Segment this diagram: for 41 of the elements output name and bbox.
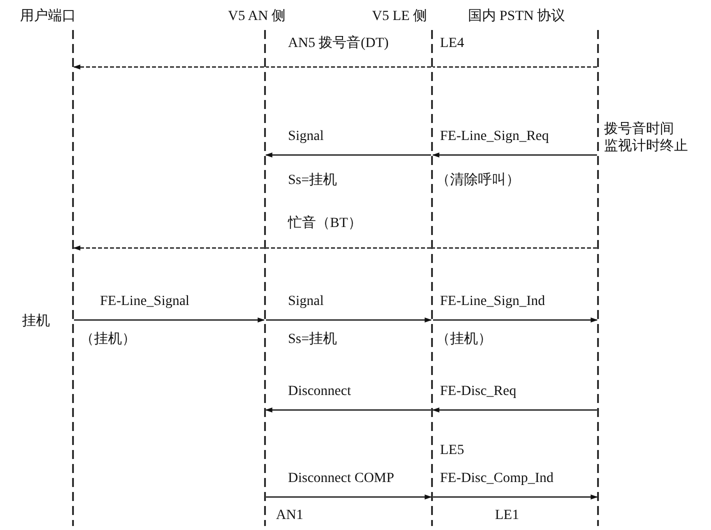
state-label: 挂机	[22, 313, 50, 330]
participant-label: 国内 PSTN 协议	[468, 8, 566, 25]
state-label: （清除呼叫）	[436, 172, 520, 189]
connector-line	[433, 66, 597, 68]
arrow	[432, 152, 597, 158]
state-label: AN5 拨号音(DT)	[288, 35, 389, 52]
state-label: 忙音（BT）	[288, 215, 362, 232]
arrow	[432, 408, 597, 412]
message-label: FE-Disc_Req	[440, 383, 516, 400]
participant-label: V5 LE 侧	[372, 8, 428, 25]
participant-label: V5 AN 侧	[228, 8, 286, 25]
connector-line	[266, 66, 431, 68]
state-label: LE5	[440, 442, 464, 459]
arrow	[433, 318, 598, 322]
state-label: AN1	[276, 507, 304, 524]
message-label: FE-Line_Signal	[100, 293, 190, 310]
participant-label: 用户端口	[20, 8, 76, 25]
message-label: Signal	[288, 128, 324, 145]
note: 拨号音时间监视计时终止	[604, 121, 688, 155]
arrow	[433, 494, 598, 500]
arrow	[266, 494, 432, 500]
connector-line	[433, 247, 597, 249]
state-label: Ss=挂机	[288, 172, 338, 189]
arrow	[266, 318, 432, 322]
arrow	[74, 318, 265, 322]
connector-line	[266, 247, 431, 249]
state-label: LE4	[440, 35, 464, 52]
state-label: （挂机）	[80, 331, 136, 348]
arrow	[73, 246, 264, 250]
arrow	[265, 152, 431, 158]
message-label: FE-Disc_Comp_Ind	[440, 470, 554, 487]
state-label: （挂机）	[436, 331, 492, 348]
message-label: Disconnect COMP	[288, 470, 394, 487]
message-label: Disconnect	[288, 383, 351, 400]
message-label: Signal	[288, 293, 324, 310]
message-label: FE-Line_Sign_Ind	[440, 293, 545, 310]
state-label: Ss=挂机	[288, 331, 338, 348]
arrow	[73, 64, 264, 70]
arrow	[265, 408, 431, 412]
state-label: LE1	[495, 507, 520, 524]
message-label: FE-Line_Sign_Req	[440, 128, 549, 145]
